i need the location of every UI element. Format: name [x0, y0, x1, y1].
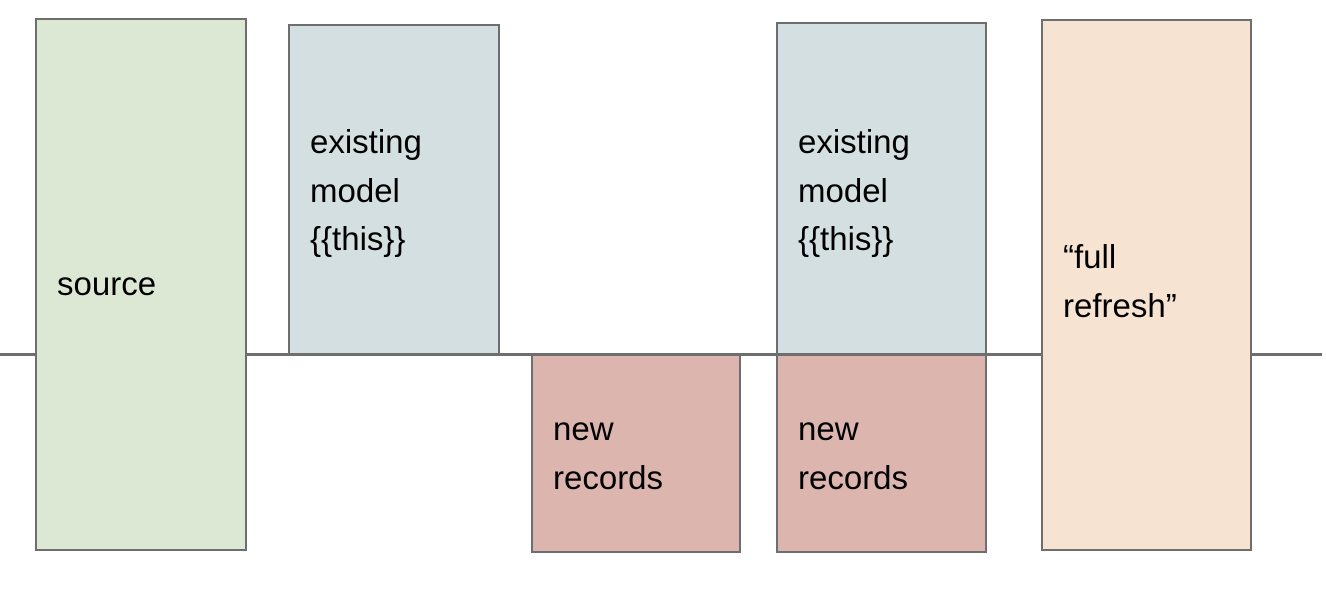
box-existing-model-1[interactable]: existing model {{this}} — [288, 24, 500, 355]
box-new-records-2-label: new records — [798, 410, 909, 496]
box-new-records-1[interactable]: new records — [531, 354, 741, 553]
box-existing-model-1-label: existing model {{this}} — [310, 123, 422, 257]
box-existing-model-2-label: existing model {{this}} — [798, 123, 910, 257]
box-new-records-2[interactable]: new records — [776, 354, 987, 553]
box-new-records-1-label: new records — [553, 410, 664, 496]
box-full-refresh[interactable]: “full refresh” — [1041, 19, 1252, 551]
box-source[interactable]: source — [35, 18, 247, 551]
box-source-label: source — [57, 265, 157, 303]
box-existing-model-2[interactable]: existing model {{this}} — [776, 22, 987, 355]
box-full-refresh-label: “full refresh” — [1063, 238, 1177, 324]
